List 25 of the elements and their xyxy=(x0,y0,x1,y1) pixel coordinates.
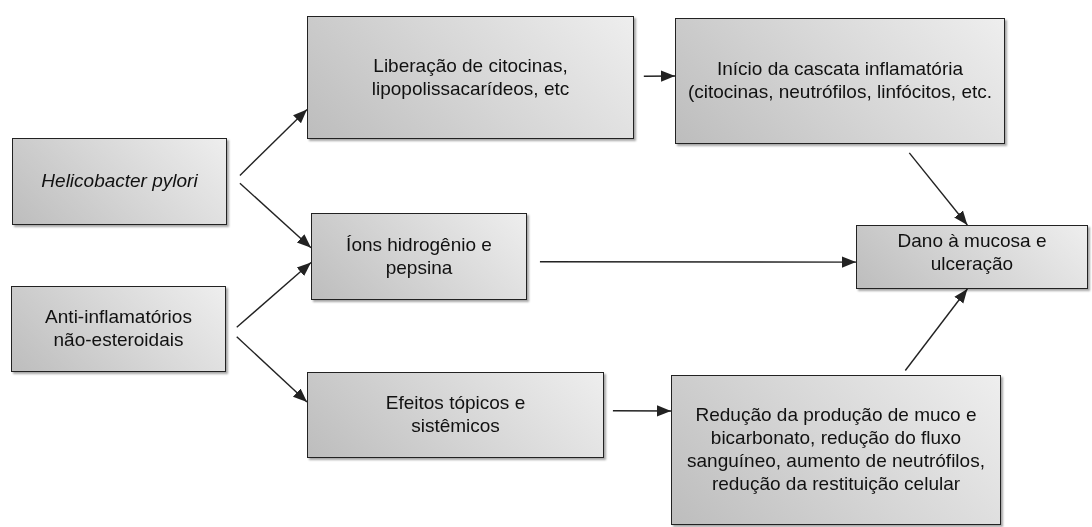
process-box xyxy=(671,375,1001,525)
process-box xyxy=(311,213,527,300)
arrow xyxy=(236,261,312,328)
arrow xyxy=(908,152,969,226)
arrow xyxy=(904,288,969,372)
box-text: Anti-inflamatórios não-esteroidais xyxy=(44,306,193,352)
process-box xyxy=(307,16,634,139)
arrow xyxy=(239,182,312,249)
arrow xyxy=(539,256,857,268)
box-text: Dano à mucosa e ulceração xyxy=(896,230,1048,276)
box-text: Liberação de citocinas, lipopolissacarídeos, etc xyxy=(370,54,571,101)
arrow xyxy=(643,70,676,82)
arrow xyxy=(236,336,308,403)
arrow xyxy=(239,108,308,177)
process-box xyxy=(307,372,604,458)
process-box xyxy=(12,138,227,225)
process-box xyxy=(856,225,1088,289)
box-text: Início da cascata inflamatória (citocinas, neutrófilos, linfócitos, etc. xyxy=(686,58,994,104)
box-text: Helicobacter pylori xyxy=(41,170,198,193)
process-box xyxy=(11,286,226,372)
process-box xyxy=(675,18,1005,144)
box-text: Íons hidrogênio e pepsina xyxy=(345,233,493,280)
box-text: Redução da produção de muco e bicarbonato, redução do fluxo sanguíneo, aumento de neutrófilos, redução da restituição celular xyxy=(686,404,986,496)
box-text: Efeitos tópicos e sistêmicos xyxy=(384,392,527,438)
arrow xyxy=(612,405,672,417)
